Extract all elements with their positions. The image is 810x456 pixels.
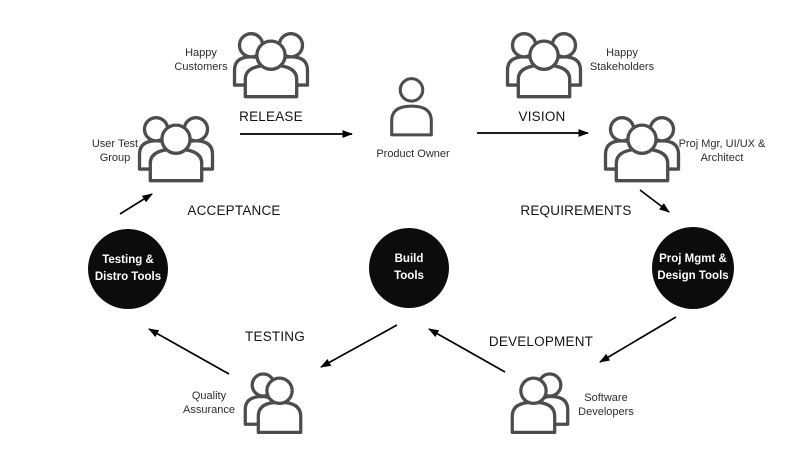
flow-label-acceptance: ACCEPTANCE	[187, 203, 281, 218]
flow-label-release: RELEASE	[239, 109, 303, 124]
product-owner-label: Product Owner	[376, 148, 450, 160]
tool-circle-testing-distro-tools: Testing & Distro Tools	[88, 229, 168, 309]
flow-label-vision: VISION	[518, 109, 566, 124]
flow-label-requirements: REQUIREMENTS	[520, 203, 632, 218]
tool-circle-proj-mgmt-design-tools: Proj Mgmt & Design Tools	[652, 227, 734, 309]
user-test-group-label: User Test Group	[91, 138, 139, 165]
arrow-acceptance	[119, 193, 153, 215]
flow-label-development: DEVELOPMENT	[488, 334, 594, 349]
proj-mgr-label: Proj Mgr, UI/UX & Architect	[678, 138, 766, 165]
arrow-development	[599, 316, 677, 363]
tool-circle-build-tools: Build Tools	[369, 228, 449, 308]
happy-stakeholders-label: Happy Stakeholders	[589, 47, 655, 74]
product-owner-user-icon	[389, 76, 434, 138]
happy-customers-label: Happy Customers	[174, 47, 228, 74]
software-developers-label: Software Developers	[578, 392, 634, 419]
flow-label-testing: TESTING	[245, 329, 305, 344]
quality-assurance-label: Quality Assurance	[183, 390, 235, 417]
